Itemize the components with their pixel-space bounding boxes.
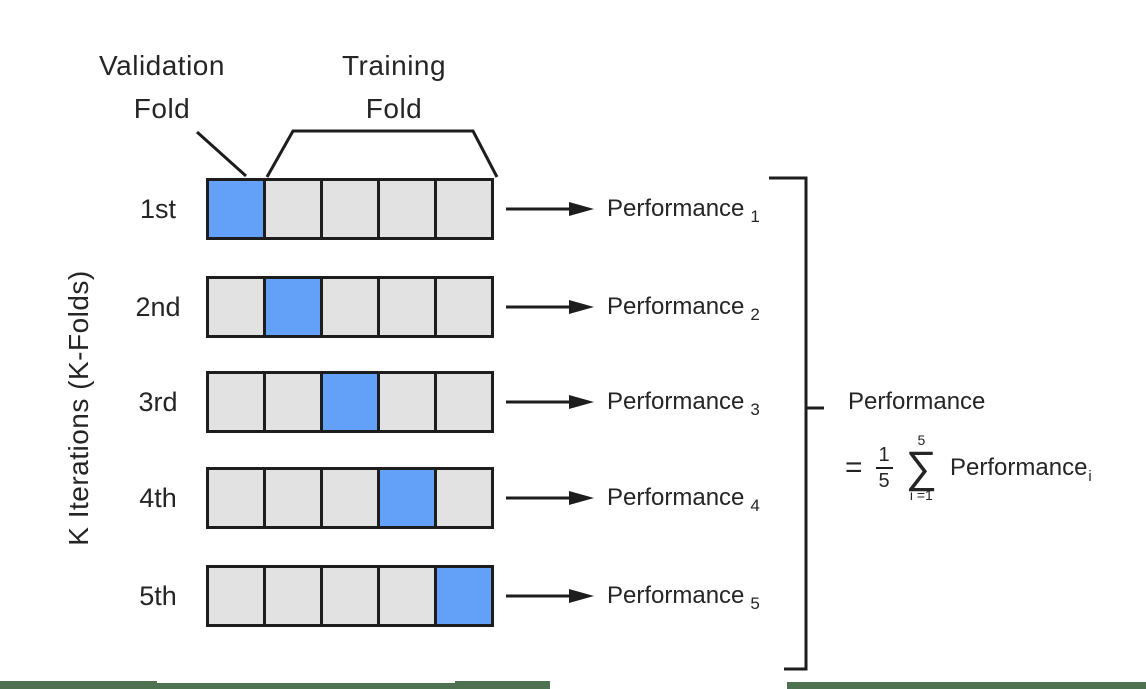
performance-label-subscript: 2 bbox=[750, 305, 760, 324]
fold-row: 2nd Performance 2 bbox=[0, 276, 1146, 338]
training-fold-cell bbox=[434, 178, 494, 240]
performance-label-text: Performance bbox=[607, 484, 745, 511]
validation-fold-cell bbox=[263, 276, 323, 338]
validation-fold-cell bbox=[320, 371, 380, 433]
summation-symbol: 5 ∑ i =1 bbox=[905, 431, 938, 503]
equals-sign: = bbox=[845, 451, 863, 484]
performance-label-subscript: 1 bbox=[750, 207, 760, 226]
summation-lower-limit: i =1 bbox=[909, 486, 933, 503]
summation-term: Performancei bbox=[950, 454, 1092, 485]
training-fold-cell bbox=[434, 467, 494, 529]
validation-fold-label: Validation Fold bbox=[72, 44, 252, 130]
training-fold-label-line1: Training bbox=[341, 50, 447, 81]
fold-iteration-label: 5th bbox=[139, 581, 177, 611]
arrow-right-icon bbox=[505, 200, 597, 218]
bottom-green-bar-segment bbox=[0, 681, 157, 689]
performance-label-subscript: 3 bbox=[750, 400, 760, 419]
fold-squares bbox=[206, 371, 494, 433]
fold-row: 4th Performance 4 bbox=[0, 467, 1146, 529]
training-fold-brace bbox=[265, 129, 499, 178]
training-fold-cell bbox=[377, 371, 437, 433]
validation-fold-label-line2: Fold bbox=[133, 93, 191, 124]
training-fold-cell bbox=[206, 565, 266, 627]
sigma-icon: ∑ bbox=[905, 443, 938, 493]
performance-label: Performance 5 bbox=[607, 565, 760, 627]
validation-fold-cell bbox=[206, 178, 266, 240]
training-fold-cell bbox=[263, 565, 323, 627]
performance-label: Performance 2 bbox=[607, 276, 760, 338]
arrow-right-icon bbox=[505, 489, 597, 507]
performance-label-text: Performance bbox=[607, 582, 745, 609]
performance-label-text: Performance bbox=[607, 293, 745, 320]
fold-iteration-label: 1st bbox=[139, 194, 177, 224]
summation-term-text: Performance bbox=[950, 454, 1088, 481]
training-fold-cell bbox=[206, 276, 266, 338]
performance-label-text: Performance bbox=[607, 388, 745, 415]
training-fold-cell bbox=[377, 565, 437, 627]
training-fold-cell bbox=[206, 467, 266, 529]
training-fold-cell bbox=[263, 178, 323, 240]
training-fold-cell bbox=[263, 371, 323, 433]
summary-equation: = 1 5 5 ∑ i =1 Performancei bbox=[845, 425, 1092, 511]
validation-fold-cell bbox=[434, 565, 494, 627]
summation-upper-limit: 5 bbox=[917, 431, 926, 448]
performance-label-text: Performance bbox=[607, 195, 745, 222]
fold-row: 3rd Performance 3 bbox=[0, 371, 1146, 433]
performance-label-subscript: 4 bbox=[750, 496, 760, 515]
validation-fold-cell bbox=[377, 467, 437, 529]
bottom-green-bar-segment bbox=[157, 683, 455, 689]
fraction-numerator: 1 bbox=[878, 444, 890, 466]
fold-iteration-label: 3rd bbox=[138, 387, 178, 417]
fraction-one-fifth: 1 5 bbox=[875, 443, 893, 493]
training-fold-label-line2: Fold bbox=[365, 93, 423, 124]
arrow-right-icon bbox=[505, 393, 597, 411]
arrow-right-icon bbox=[505, 298, 597, 316]
performance-label-subscript: 5 bbox=[750, 594, 760, 613]
fraction-denominator: 5 bbox=[875, 467, 893, 493]
training-fold-cell bbox=[377, 276, 437, 338]
bottom-green-bar-segment bbox=[787, 682, 1146, 689]
fold-iteration-label: 2nd bbox=[135, 292, 181, 322]
arrow-right-icon bbox=[505, 587, 597, 605]
fold-squares bbox=[206, 565, 494, 627]
fold-squares bbox=[206, 467, 494, 529]
training-fold-cell bbox=[263, 467, 323, 529]
fold-row: 5th Performance 5 bbox=[0, 565, 1146, 627]
fold-row: 1st Performance 1 bbox=[0, 178, 1146, 240]
validation-fold-pointer-line bbox=[195, 130, 248, 178]
training-fold-cell bbox=[320, 565, 380, 627]
fold-squares bbox=[206, 276, 494, 338]
training-fold-cell bbox=[320, 467, 380, 529]
summary-performance-label: Performance bbox=[848, 388, 986, 415]
summation-term-subscript: i bbox=[1088, 468, 1092, 485]
validation-fold-label-line1: Validation bbox=[99, 50, 225, 81]
training-fold-label: Training Fold bbox=[302, 44, 486, 130]
training-fold-cell bbox=[320, 276, 380, 338]
performance-label: Performance 3 bbox=[607, 371, 760, 433]
training-fold-cell bbox=[434, 276, 494, 338]
performance-label: Performance 4 bbox=[607, 467, 760, 529]
training-fold-cell bbox=[434, 371, 494, 433]
training-fold-cell bbox=[377, 178, 437, 240]
bottom-green-bar-segment bbox=[455, 681, 550, 689]
fold-squares bbox=[206, 178, 494, 240]
fold-iteration-label: 4th bbox=[139, 483, 177, 513]
training-fold-cell bbox=[320, 178, 380, 240]
training-fold-cell bbox=[206, 371, 266, 433]
performance-label: Performance 1 bbox=[607, 178, 760, 240]
